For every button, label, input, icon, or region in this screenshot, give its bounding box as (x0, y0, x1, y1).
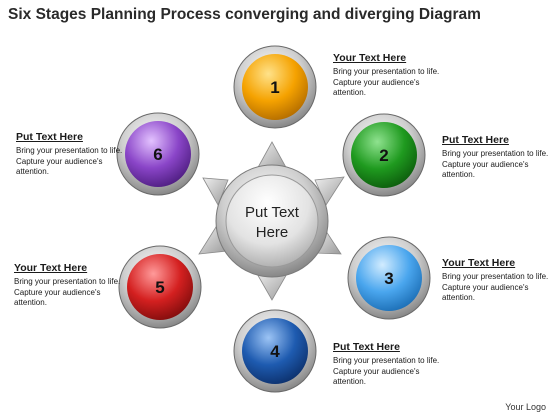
stage-4-number: 4 (270, 342, 280, 361)
callout-stage-1-heading: Your Text Here (333, 52, 407, 64)
callout-stage-6: Put Text Here Bring your presentation to… (16, 131, 136, 178)
center-label-line2: Here (256, 224, 289, 241)
center-label-line1: Put Text (245, 204, 300, 221)
callout-stage-2-heading: Put Text Here (442, 134, 509, 146)
callout-stage-3: Your Text Here Bring your presentation t… (442, 257, 554, 304)
stage-5-number: 5 (155, 278, 164, 297)
stage-6-number: 6 (153, 145, 162, 164)
stage-1-number: 1 (270, 78, 279, 97)
callout-stage-1: Your Text Here Bring your presentation t… (333, 52, 453, 99)
stage-6-node: 6 (116, 112, 200, 196)
diagram-title: Six Stages Planning Process converging a… (8, 6, 481, 23)
callout-stage-1-body: Bring your presentation to life. Capture… (333, 67, 440, 97)
callout-stage-2-body: Bring your presentation to life. Capture… (442, 149, 549, 179)
center-circle: Put Text Here (215, 164, 329, 278)
callout-stage-4-heading: Put Text Here (333, 341, 400, 353)
stage-4-node: 4 (233, 309, 317, 393)
stage-5-node: 5 (118, 245, 202, 329)
callout-stage-6-heading: Put Text Here (16, 131, 83, 143)
callout-stage-4: Put Text Here Bring your presentation to… (333, 341, 453, 388)
callout-stage-5: Your Text Here Bring your presentation t… (14, 262, 134, 309)
callout-stage-3-heading: Your Text Here (442, 257, 516, 269)
callout-stage-6-body: Bring your presentation to life. Capture… (16, 146, 123, 176)
stage-2-node: 2 (342, 113, 426, 197)
callout-stage-5-heading: Your Text Here (14, 262, 88, 274)
callout-stage-3-body: Bring your presentation to life. Capture… (442, 272, 549, 302)
stage-3-node: 3 (347, 236, 431, 320)
callout-stage-4-body: Bring your presentation to life. Capture… (333, 356, 440, 386)
footer-logo-text: Your Logo (505, 402, 546, 412)
stage-2-number: 2 (379, 146, 388, 165)
callout-stage-2: Put Text Here Bring your presentation to… (442, 134, 554, 181)
arrow-triangle-up-left (202, 177, 229, 206)
callout-stage-5-body: Bring your presentation to life. Capture… (14, 277, 121, 307)
stage-3-number: 3 (384, 269, 393, 288)
stage-1-node: 1 (233, 45, 317, 129)
